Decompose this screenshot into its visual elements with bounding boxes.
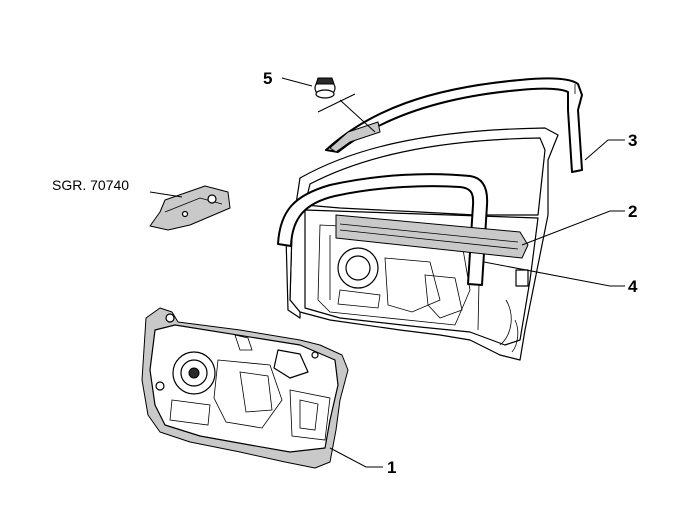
part-1-door-module: [141, 307, 349, 469]
reference-label: SGR. 70740: [52, 177, 129, 193]
leader-4: [483, 261, 625, 287]
part-3-frame-seal: [325, 77, 583, 173]
bracket-part: [149, 185, 231, 231]
leader-lines: [149, 77, 625, 468]
leader-5: [281, 77, 313, 87]
leader-1: [329, 447, 383, 468]
callout-1: 1: [387, 458, 396, 477]
leader-sgr: [149, 191, 183, 198]
callout-4: 4: [628, 277, 638, 296]
part-2-belt-strip: [335, 214, 529, 259]
part-4-window-channel: [277, 173, 489, 286]
leader-2: [521, 210, 625, 246]
part-5-clip: [314, 77, 336, 99]
callout-5: 5: [263, 69, 272, 88]
callout-2: 2: [628, 202, 637, 221]
callout-3: 3: [628, 131, 637, 150]
leader-5-cross: [317, 93, 376, 133]
leader-3: [584, 139, 625, 161]
